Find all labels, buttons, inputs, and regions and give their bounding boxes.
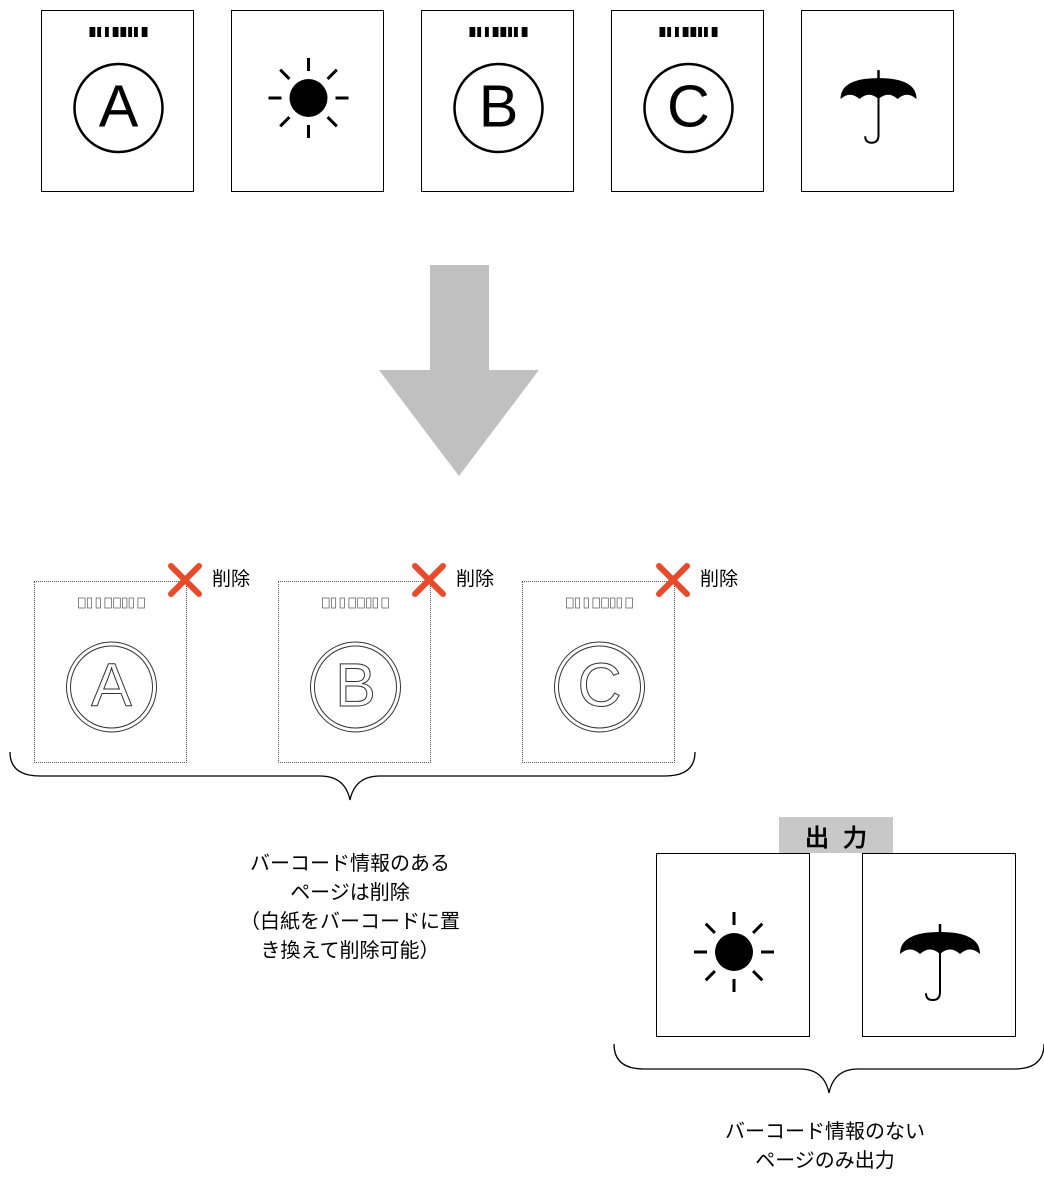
- delete-x-icon: [656, 563, 690, 597]
- deleted-page-2: B: [278, 581, 431, 763]
- delete-label: 削除: [212, 568, 251, 590]
- down-arrow-shape: [379, 265, 539, 476]
- input-page-4: C: [611, 10, 764, 192]
- output-page-umbrella: [862, 853, 1016, 1037]
- deleted-page-1: A: [34, 581, 187, 763]
- delete-label: 削除: [456, 568, 495, 590]
- page-letter: A: [91, 651, 132, 719]
- input-page-3: B: [421, 10, 574, 192]
- delete-x-icon: [168, 563, 202, 597]
- page-letter: C: [578, 651, 622, 719]
- page-letter: A: [99, 72, 139, 139]
- input-page-5: [801, 10, 954, 192]
- deleted-page-3: C: [522, 581, 675, 763]
- output-label: 出力: [779, 817, 893, 853]
- input-page-1: A: [41, 10, 194, 192]
- delete-label: 削除: [700, 568, 739, 590]
- caption-output: バーコード情報のない ページのみ出力: [725, 1119, 925, 1172]
- page-letter: C: [667, 72, 710, 139]
- caption-deleted: バーコード情報のある ページは削除 （白紙をバーコードに置 き換えて削除可能）: [240, 851, 460, 962]
- delete-x-icon: [412, 563, 446, 597]
- page-letter: B: [335, 651, 376, 719]
- output-page-sun: [656, 853, 810, 1037]
- input-page-2: [231, 10, 384, 192]
- page-letter: B: [479, 72, 519, 139]
